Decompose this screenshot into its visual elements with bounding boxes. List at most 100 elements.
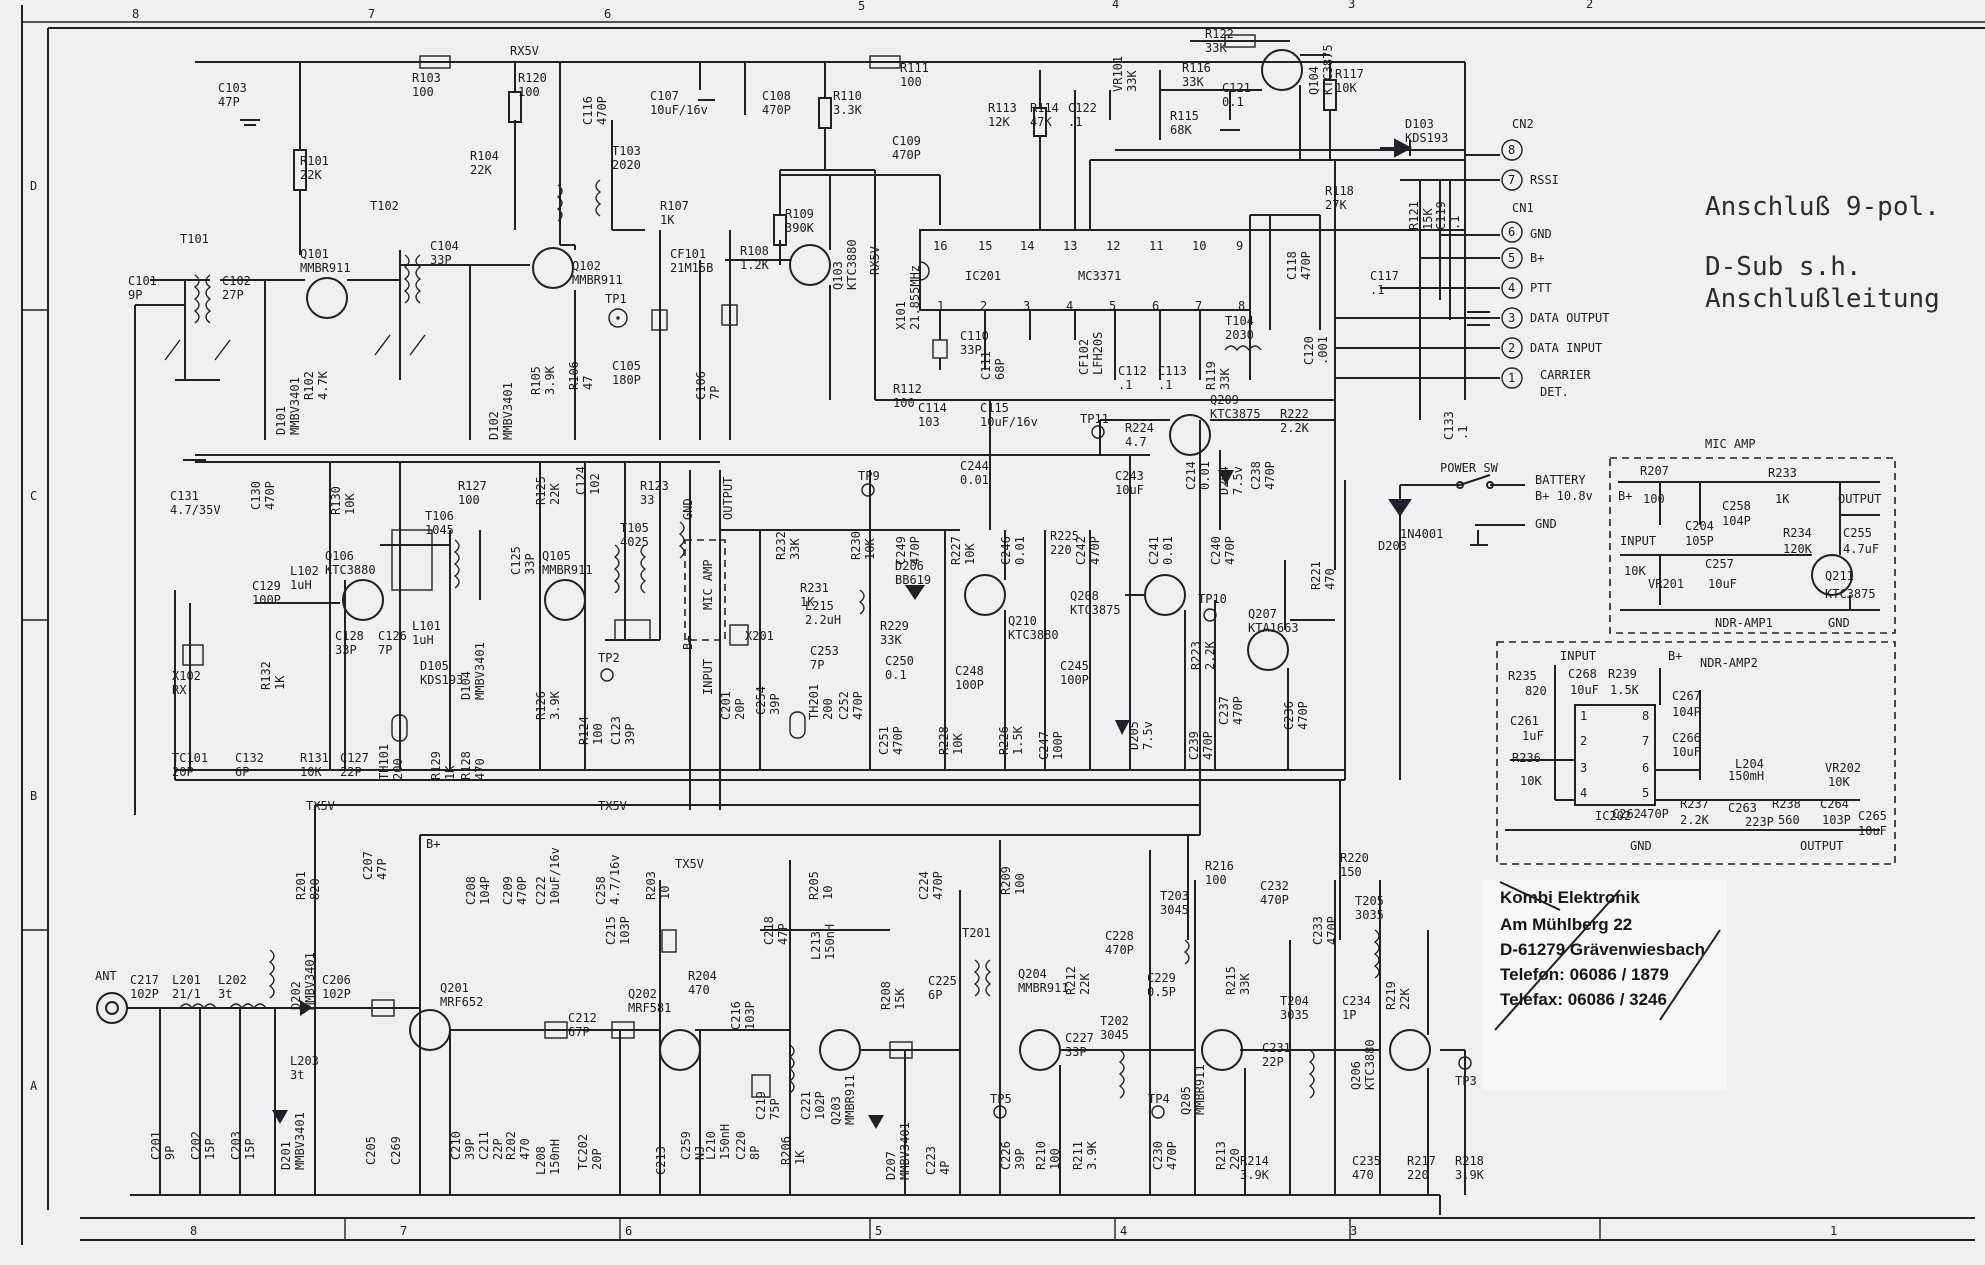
mic-amp-vertical-label: MIC AMP xyxy=(701,559,715,610)
part-t102: T102 xyxy=(370,199,399,213)
address-paper xyxy=(1482,880,1727,1090)
part-ref-r125: R125 xyxy=(534,476,548,505)
zone-left-b: B xyxy=(30,789,37,803)
ic201-pin-16: 16 xyxy=(933,239,947,253)
strike-3 xyxy=(1494,889,1621,1031)
part-value-c225: 6P xyxy=(928,988,942,1002)
part-ref-r226: R226 xyxy=(997,726,1011,755)
part-ref-c208: C208 xyxy=(464,876,478,905)
ic201-pin-13: 13 xyxy=(1063,239,1077,253)
part-ref-t102: T102 xyxy=(370,199,399,213)
ic201-pin-3: 3 xyxy=(1023,299,1030,313)
part-value-c253: 7P xyxy=(810,658,824,672)
part-value-r128: 470 xyxy=(473,758,487,780)
pin-6-num: 6 xyxy=(1508,225,1515,239)
pin-3-num: 3 xyxy=(1508,311,1515,325)
part-ref-vr101: VR101 xyxy=(1111,56,1125,92)
part-ref-r109: R109 xyxy=(785,207,814,221)
part-value-c241: 0.01 xyxy=(1161,536,1175,565)
part-ref-c242: C242 xyxy=(1074,536,1088,565)
rx5v-vertical-label: RX5V xyxy=(868,246,882,275)
part-ref-r127: R127 xyxy=(458,479,487,493)
part-ref-c201: C201 xyxy=(719,691,733,720)
part-value-cf101: 21M15B xyxy=(670,261,713,275)
part-ref-r126: R126 xyxy=(534,691,548,720)
mic-vr201-val: 10K xyxy=(1624,564,1646,578)
part-value-c254: 39P xyxy=(768,693,782,715)
part-ref-x102: X102 xyxy=(172,669,201,683)
ndr-r238: R238 xyxy=(1772,797,1801,811)
ic202-pin-3: 3 xyxy=(1580,761,1587,775)
part-value-l201: 21/1 xyxy=(172,987,201,1001)
part-ref-c221: C221 xyxy=(799,1091,813,1120)
part-value-l102: 1uH xyxy=(290,578,312,592)
part-value-c211: 22P xyxy=(491,1138,505,1160)
part-ref-c133: C133 xyxy=(1442,411,1456,440)
zone-top-3: 3 xyxy=(1348,0,1355,11)
ndr-c267: C267 xyxy=(1672,689,1701,703)
part-ref-l101: L101 xyxy=(412,619,441,633)
note-line-3: Anschlußleitung xyxy=(1705,284,1940,314)
part-value-d101: MMBV3401 xyxy=(288,377,302,435)
zone-bottom-7: 7 xyxy=(400,1224,407,1238)
part-value-c232: 470P xyxy=(1260,893,1289,907)
ic202-pin-7: 7 xyxy=(1642,734,1649,748)
part-ref-l215: L215 xyxy=(805,599,834,613)
mid-vertical-labels: GND OUTPUT MIC AMP INPUT B+ RX5V xyxy=(681,246,882,695)
ndr-c268: C268 xyxy=(1568,667,1597,681)
part-ref-c210: C210 xyxy=(449,1131,463,1160)
part-ref-r120: R120 xyxy=(518,71,547,85)
mic-c255-val: 4.7uF xyxy=(1843,542,1879,556)
part-ref-c203: C203 xyxy=(229,1131,243,1160)
ndr-c265-val: 10uF xyxy=(1858,824,1887,838)
part-value-c202: 15P xyxy=(203,1138,217,1160)
mic-c258: C258 xyxy=(1722,499,1751,513)
part-value-r129: 1K xyxy=(443,765,457,780)
address-street: Am Mühlberg 22 xyxy=(1500,915,1632,934)
part-c269: C269 xyxy=(389,1136,403,1165)
part-ref-d202: D202 xyxy=(289,981,303,1010)
note-line-2: D-Sub s.h. xyxy=(1705,252,1862,282)
part-value-c116: 470P xyxy=(595,96,609,125)
part-ref-t101: T101 xyxy=(180,232,209,246)
part-value-r104: 22K xyxy=(470,163,492,177)
part-value-c122: .1 xyxy=(1068,115,1082,129)
ic201-pin-7: 7 xyxy=(1195,299,1202,313)
part-value-c132: 6P xyxy=(235,765,249,779)
tp2-label: TP2 xyxy=(598,651,620,665)
part-ref-c114: C114 xyxy=(918,401,947,415)
part-value-c207: 47P xyxy=(375,858,389,880)
mic-vr201: VR201 xyxy=(1648,577,1684,591)
part-ref-c104: C104 xyxy=(430,239,459,253)
part-value-r115: 68K xyxy=(1170,123,1192,137)
part-value-c240: 470P xyxy=(1223,536,1237,565)
part-value-c259: NJ xyxy=(693,1146,707,1160)
ic202-pin-2: 2 xyxy=(1580,734,1587,748)
part-ref-c130: C130 xyxy=(249,481,263,510)
